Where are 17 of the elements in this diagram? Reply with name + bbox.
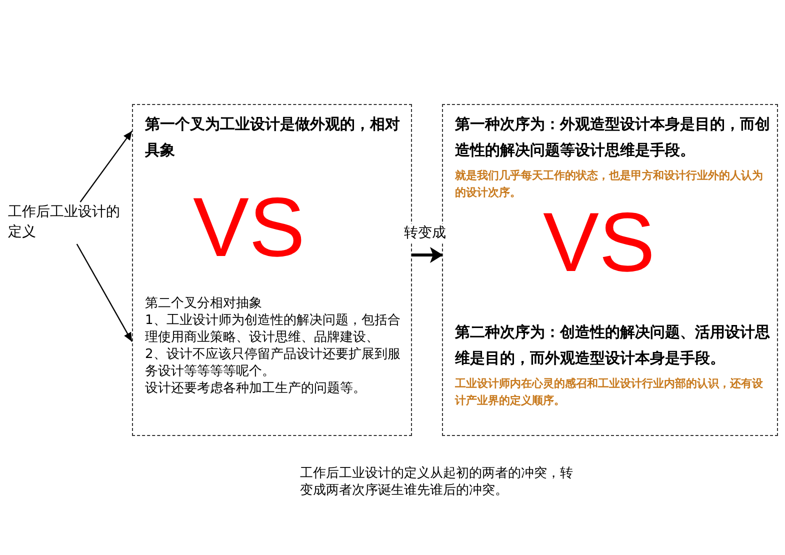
arrow xyxy=(76,244,133,342)
vs-text: VS xyxy=(193,185,306,269)
arrow xyxy=(80,130,132,202)
body-text: 2、设计不应该只停留产品设计还要扩展到服务设计等等等等呢个。 xyxy=(145,346,402,380)
note-text: 工业设计师内在心灵的感召和工业设计行业内部的认识，还有设计产业界的定义顺序。 xyxy=(455,376,764,409)
arrow xyxy=(412,247,443,263)
caption: 工作后工业设计的定义从起初的两者的冲突，转变成两者次序诞生谁先谁后的冲突。 xyxy=(300,465,574,499)
heading-text: 第一个叉为工业设计是做外观的，相对具象 xyxy=(145,114,401,161)
heading-text: 第二种次序为：创造性的解决问题、活用设计思维是目的，而外观造型设计本身是手段。 xyxy=(455,322,771,369)
body-text: 1、工业设计师为创造性的解决问题，包括合理使用商业策略、设计思维、品牌建设、 xyxy=(145,312,402,346)
edge-label: 转变成 xyxy=(403,224,447,242)
vs-text: VS xyxy=(543,200,656,284)
topic-text: 工作后工业设计的定义 xyxy=(8,202,122,244)
heading-text: 第二个叉分相对抽象 xyxy=(145,295,263,312)
note-text: 就是我们几乎每天工作的状态，也是甲方和设计行业外的人认为的设计次序。 xyxy=(455,168,764,201)
heading-text: 第一种次序为：外观造型设计本身是目的，而创造性的解决问题等设计思维是手段。 xyxy=(455,114,771,161)
body-text: 设计还要考虑各种加工生产的问题等。 xyxy=(145,380,367,397)
